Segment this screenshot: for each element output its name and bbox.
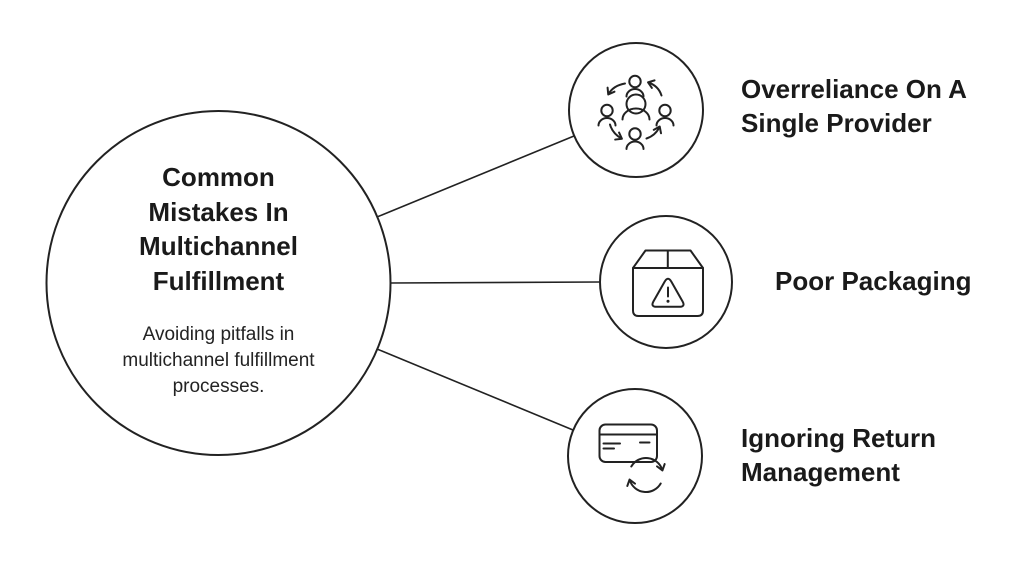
central-topic-circle	[45, 110, 392, 456]
connector-line-branch-3	[376, 348, 574, 431]
branch-label-overreliance: Overreliance On A Single Provider	[741, 74, 967, 138]
branch-circle-2	[599, 215, 733, 349]
branch-label-return-management: Ignoring Return Management	[741, 423, 936, 487]
branch-circle-1	[568, 42, 704, 178]
connector-line-branch-1	[376, 135, 575, 218]
card-refresh-icon	[598, 423, 666, 493]
branch-label-poor-packaging: Poor Packaging	[775, 266, 972, 296]
branch-circle-3	[567, 388, 703, 524]
people-network-icon	[597, 74, 675, 150]
central-topic-subtitle: Avoiding pitfalls in multichannel fulfil…	[122, 324, 315, 397]
central-topic-title: Common Mistakes In Multichannel Fulfillm…	[139, 162, 298, 296]
connector-line-branch-2	[389, 281, 601, 284]
box-warning-icon	[632, 249, 704, 317]
